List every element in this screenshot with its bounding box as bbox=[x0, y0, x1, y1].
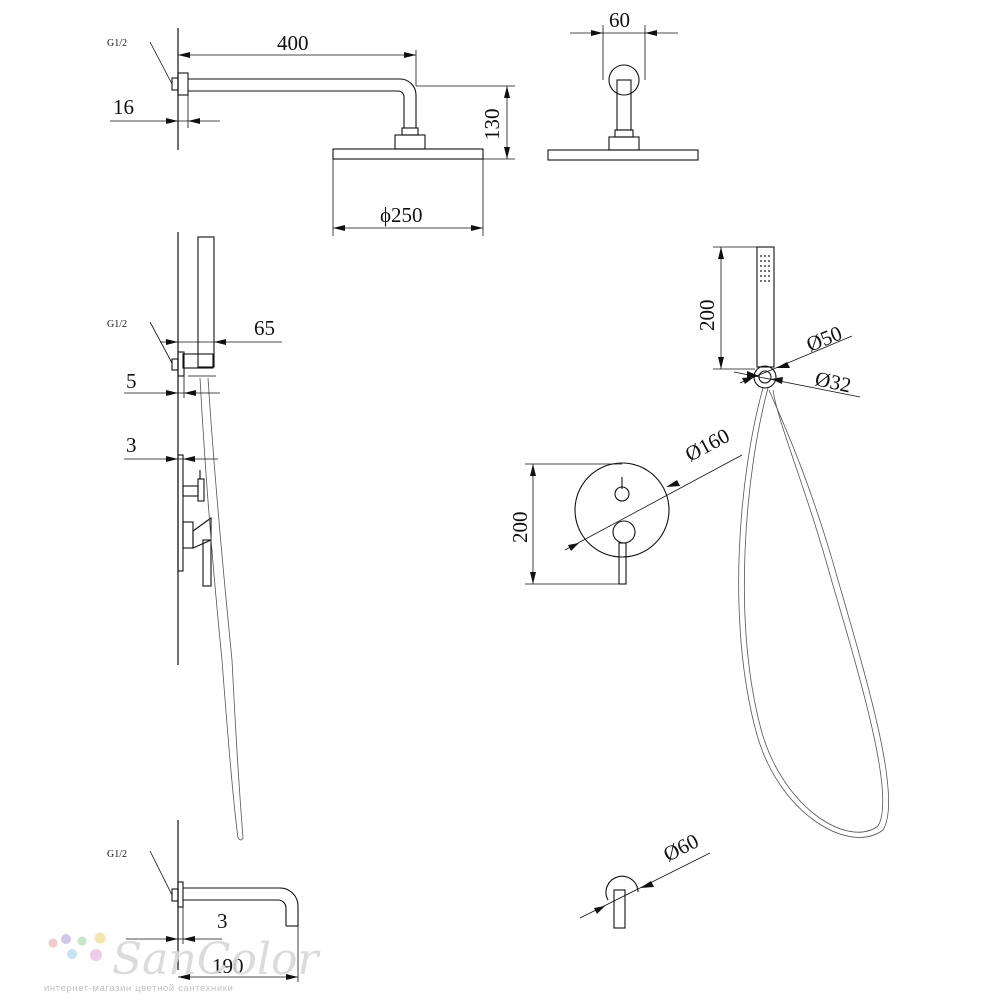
shower-arm-side-view bbox=[171, 28, 484, 160]
dimension-spout-length: 190 bbox=[178, 926, 299, 982]
wall-flange-width-label: 60 bbox=[609, 8, 630, 32]
brand-dot bbox=[90, 949, 102, 961]
brand-logo: SanColor интернет-магазин цветной сантех… bbox=[44, 932, 321, 994]
thread-leader-top: G1/2 bbox=[107, 38, 173, 85]
brand-tagline: интернет-магазин цветной сантехники bbox=[44, 983, 233, 994]
hand-shower-front-view bbox=[753, 246, 777, 389]
hose-side-view bbox=[199, 377, 244, 841]
hand-shower-base-diameter-label: Ø32 bbox=[813, 366, 853, 397]
brand-dot bbox=[61, 934, 71, 944]
brand-name: SanColor bbox=[112, 934, 321, 985]
mixer-side-view bbox=[171, 232, 216, 665]
hose-front-view bbox=[738, 387, 890, 838]
hand-shower-nozzles bbox=[760, 255, 770, 282]
thread-label-top: G1/2 bbox=[107, 38, 127, 49]
dimension-hand-shower-length: 200 bbox=[695, 246, 757, 370]
hand-shower-head-diameter-label: Ø50 bbox=[803, 321, 846, 357]
thread-leader-middle: G1/2 bbox=[107, 319, 173, 364]
shower-head-diameter-label: ϕ250 bbox=[380, 203, 423, 227]
mixer-height-label: 200 bbox=[508, 512, 532, 544]
dimension-spout-offset: 3 bbox=[126, 907, 228, 944]
spout-length-label: 190 bbox=[212, 954, 244, 978]
shower-arm-front-view bbox=[547, 64, 699, 161]
holder-offset-label: 5 bbox=[126, 369, 137, 393]
dimension-arm-length: 400 bbox=[178, 31, 417, 86]
mixer-front-view bbox=[574, 462, 670, 585]
holder-projection-label: 65 bbox=[254, 316, 275, 340]
mixer-offset-label: 3 bbox=[126, 433, 137, 457]
dimension-holder-offset: 5 bbox=[124, 369, 220, 398]
thread-leader-bottom: G1/2 bbox=[107, 849, 173, 896]
spout-flange-diameter-label: Ø60 bbox=[659, 829, 702, 867]
brand-dot bbox=[48, 938, 58, 948]
dimension-wall-flange-width: 60 bbox=[570, 8, 678, 80]
brand-dot bbox=[94, 932, 106, 944]
dimension-hand-shower-base-diameter: Ø32 bbox=[733, 366, 861, 397]
dimension-mixer-plate-diameter: Ø160 bbox=[564, 423, 743, 551]
wall-offset-top-label: 16 bbox=[113, 95, 134, 119]
drop-height-label: 130 bbox=[480, 109, 504, 141]
dimension-holder-projection: 65 bbox=[160, 316, 282, 354]
dimension-shower-head-diameter: ϕ250 bbox=[332, 159, 484, 236]
dimension-mixer-offset: 3 bbox=[124, 433, 218, 462]
dimension-mixer-height: 200 bbox=[508, 463, 622, 585]
spout-front-view bbox=[605, 875, 639, 929]
thread-label-middle: G1/2 bbox=[107, 319, 127, 330]
dimension-drop-height: 130 bbox=[416, 85, 515, 160]
brand-dot bbox=[77, 936, 87, 946]
dimension-wall-offset-top: 16 bbox=[110, 95, 220, 128]
arm-length-label: 400 bbox=[277, 31, 309, 55]
spout-side-view bbox=[171, 820, 299, 970]
brand-dot bbox=[67, 949, 77, 959]
brand-dots bbox=[48, 932, 106, 961]
hand-shower-length-label: 200 bbox=[695, 300, 719, 332]
mixer-plate-diameter-label: Ø160 bbox=[681, 423, 733, 466]
spout-offset-label: 3 bbox=[217, 909, 228, 933]
dimension-spout-flange-diameter: Ø60 bbox=[579, 829, 711, 919]
thread-label-bottom: G1/2 bbox=[107, 849, 127, 860]
